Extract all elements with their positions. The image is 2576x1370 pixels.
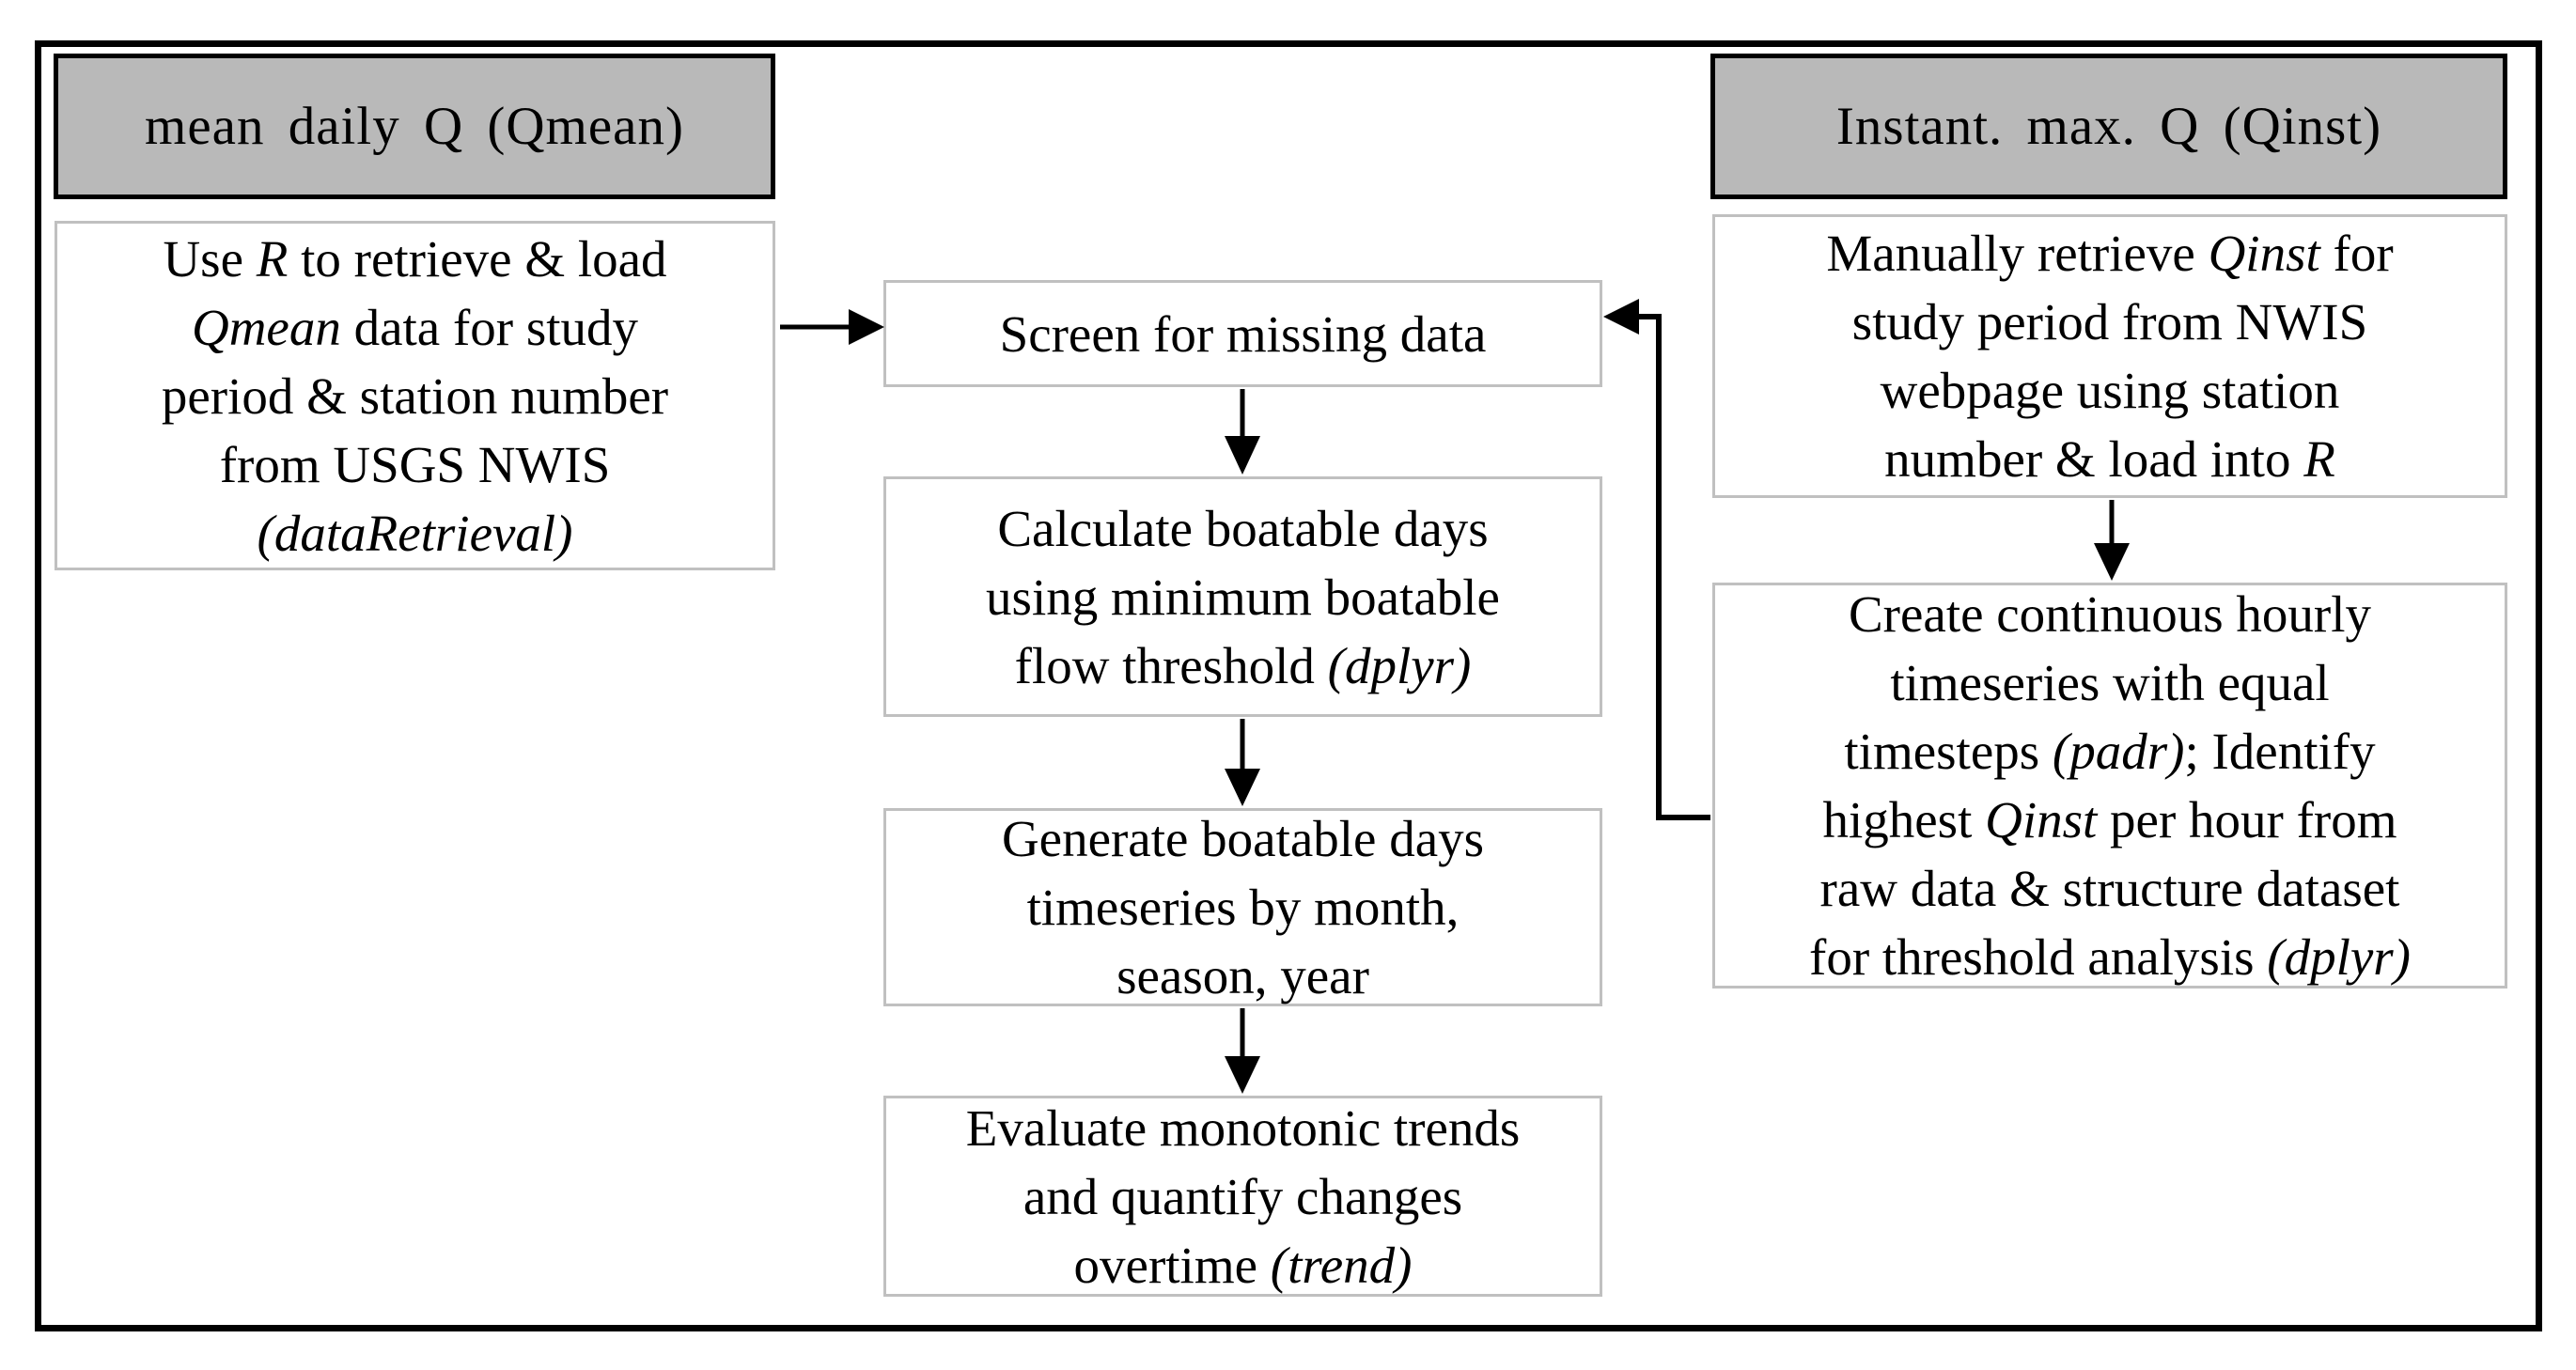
text-line: timeseries by month, [1026,879,1460,936]
header-mean-daily-q: mean daily Q (Qmean) [54,54,775,199]
text-line: for threshold analysis (dplyr) [1809,928,2411,986]
text-line: Calculate boatable days [997,499,1489,557]
text-line: Evaluate monotonic trends [965,1098,1521,1157]
text-line: highest Qinst per hour from [1822,791,2397,848]
text-line: Create continuous hourly [1849,585,2371,643]
text-line: Use R to retrieve & load [163,229,667,288]
text-line: study period from NWIS [1851,293,2368,350]
step-create-hourly-timeseries: Create continuous hourly timeseries with … [1712,583,2507,989]
text-line: webpage using station [1880,362,2340,419]
text-line: overtime (trend) [1073,1236,1413,1294]
step-evaluate-monotonic-trends: Evaluate monotonic trends and quantify ch… [883,1096,1602,1297]
step-screen-missing-data: Screen for missing data [883,280,1602,387]
text-line: number & load into R [1884,430,2335,488]
text-line: period & station number [161,366,669,425]
step-calculate-boatable-days: Calculate boatable days using minimum boa… [883,476,1602,717]
step-retrieve-qinst-data: Manually retrieve Qinst for study period … [1712,214,2507,498]
text-line: flow threshold (dplyr) [1014,636,1472,694]
text-line: using minimum boatable [986,568,1500,626]
text-line: raw data & structure dataset [1819,860,2400,917]
text-line: Manually retrieve Qinst for [1826,225,2394,282]
header-instant-max-q: Instant. max. Q (Qinst) [1710,54,2507,199]
text-line: timeseries with equal [1890,654,2330,711]
text-line: (dataRetrieval) [257,504,573,562]
text-line: Generate boatable days [1001,810,1485,867]
text-line: from USGS NWIS [219,435,611,493]
text-line: and quantify changes [1023,1167,1463,1225]
text-line: Screen for missing data [999,304,1487,363]
text-line: season, year [1116,947,1369,1004]
step-generate-boatable-timeseries: Generate boatable days timeseries by mont… [883,808,1602,1006]
text-line: Qmean data for study [191,298,639,356]
text-line: timesteps (padr); Identify [1844,723,2376,780]
